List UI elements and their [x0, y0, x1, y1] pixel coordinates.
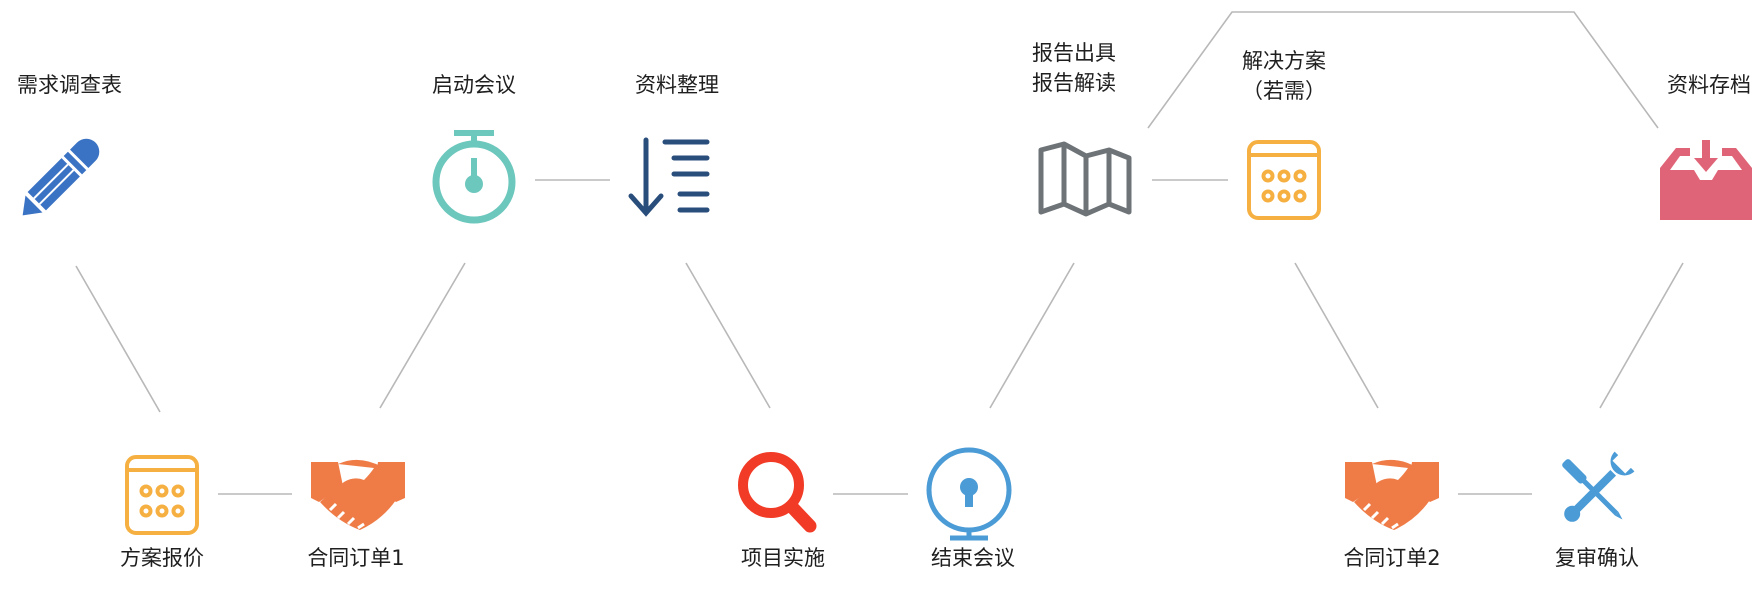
pencil-icon	[22, 138, 100, 216]
search-icon	[738, 452, 817, 533]
inbox-download-icon	[1660, 140, 1752, 220]
connector-line	[685, 262, 771, 409]
connector-line	[379, 262, 466, 409]
stopwatch-icon	[432, 130, 516, 224]
step-label-contract-1: 合同订单1	[307, 546, 405, 570]
connectors	[75, 11, 1684, 495]
step-label-closing-meeting: 结束会议	[931, 546, 1015, 570]
step-label-quote: 方案报价	[120, 546, 204, 570]
calendar-icon	[125, 455, 199, 535]
balloon-icon	[926, 447, 1012, 541]
step-label-kickoff-meeting: 启动会议	[432, 73, 516, 97]
handshake-icon	[311, 459, 405, 530]
connector-line	[1599, 262, 1684, 409]
step-label-data-organize: 资料整理	[635, 73, 719, 97]
connector-top-bridge	[1147, 11, 1659, 129]
step-label-solution: 解决方案 （若需）	[1224, 46, 1344, 106]
calendar-icon	[1247, 140, 1321, 220]
step-label-report-line2: 报告解读	[1032, 71, 1116, 95]
step-label-report: 报告出具 报告解读	[1032, 38, 1116, 98]
step-label-contract-2: 合同订单2	[1343, 546, 1441, 570]
step-label-solution-line2: （若需）	[1242, 79, 1326, 103]
step-label-implementation: 项目实施	[741, 546, 825, 570]
step-label-solution-line1: 解决方案	[1242, 49, 1326, 73]
step-label-archive: 资料存档	[1667, 73, 1751, 97]
step-label-review-confirm: 复审确认	[1555, 546, 1639, 570]
step-label-needs-survey: 需求调查表	[17, 73, 122, 97]
step-label-report-line1: 报告出具	[1032, 41, 1116, 65]
connector-line	[75, 265, 161, 413]
map-icon	[1038, 141, 1132, 217]
handshake-icon	[1345, 459, 1439, 530]
sort-list-icon	[628, 137, 710, 217]
connector-line	[1294, 262, 1379, 409]
connector-line	[989, 262, 1075, 409]
tools-icon	[1562, 451, 1635, 522]
